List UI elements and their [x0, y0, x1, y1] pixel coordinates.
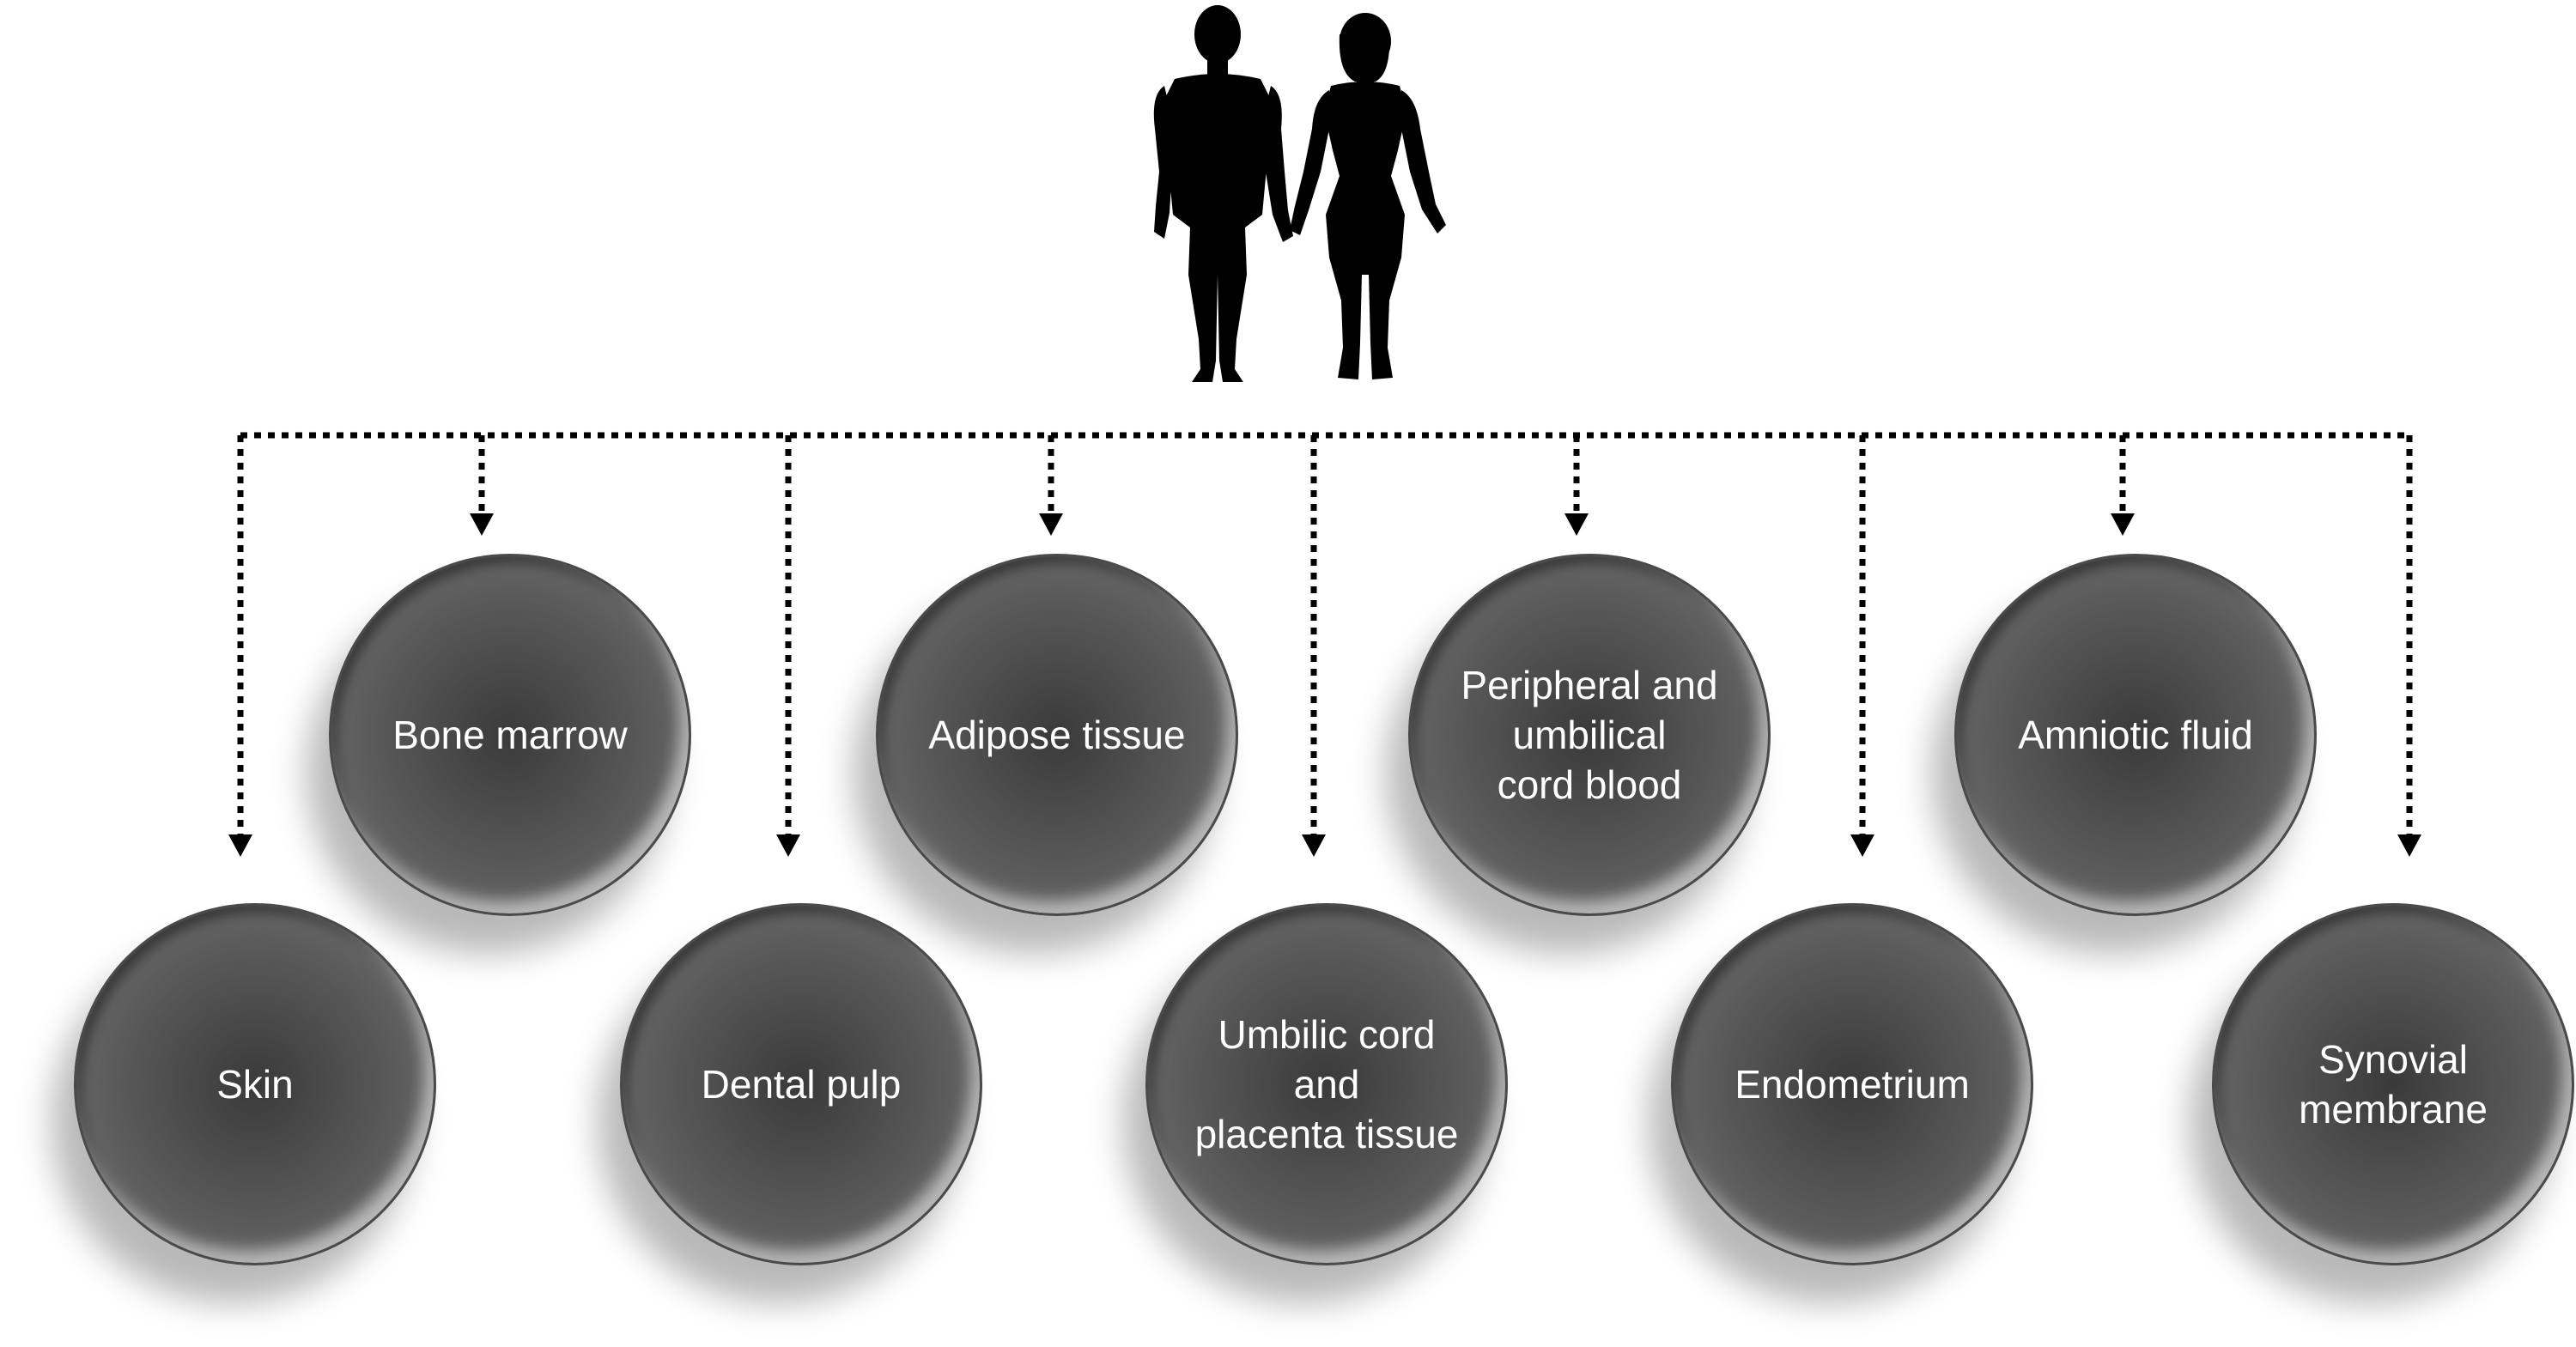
arrow-cord-blood	[1564, 513, 1589, 536]
node-label: Umbilic cord and placenta tissue	[1194, 1012, 1459, 1156]
node-label: Bone marrow	[392, 713, 628, 757]
node-synovial-membrane: Synovial membrane	[2212, 903, 2574, 1265]
man-silhouette	[1153, 5, 1293, 382]
arrow-amniotic-fluid	[2111, 513, 2135, 536]
node-umbilic-cord-placenta: Umbilic cord and placenta tissue	[1145, 903, 1508, 1265]
arrowheads	[228, 513, 2421, 857]
node-amniotic-fluid: Amniotic fluid	[1954, 554, 2317, 916]
node-endometrium: Endometrium	[1671, 903, 2033, 1265]
couple-silhouette-icon	[1153, 5, 1446, 382]
arrow-dental-pulp	[776, 834, 800, 857]
connector-lines	[237, 432, 2413, 837]
node-label: Adipose tissue	[928, 713, 1186, 757]
node-dental-pulp: Dental pulp	[620, 903, 982, 1265]
node-label: Peripheral and umbilical cord blood	[1461, 663, 1718, 807]
node-label: Dental pulp	[701, 1062, 902, 1107]
arrow-synovial-membrane	[2397, 834, 2421, 857]
arrow-bone-marrow	[470, 513, 494, 536]
arrow-umbilic-cord	[1302, 834, 1326, 857]
node-skin: Skin	[74, 903, 436, 1265]
node-label: Skin	[216, 1062, 294, 1107]
woman-silhouette	[1290, 13, 1446, 379]
node-label: Endometrium	[1735, 1062, 1970, 1107]
node-bone-marrow: Bone marrow	[329, 554, 691, 916]
node-label: Amniotic fluid	[2018, 713, 2253, 757]
node-adipose-tissue: Adipose tissue	[876, 554, 1238, 916]
node-label: Synovial membrane	[2299, 1037, 2488, 1132]
arrow-adipose-tissue	[1039, 513, 1063, 536]
arrow-endometrium	[1850, 834, 1874, 857]
node-peripheral-umbilical-cord-blood: Peripheral and umbilical cord blood	[1408, 554, 1771, 916]
arrow-skin	[228, 834, 252, 857]
